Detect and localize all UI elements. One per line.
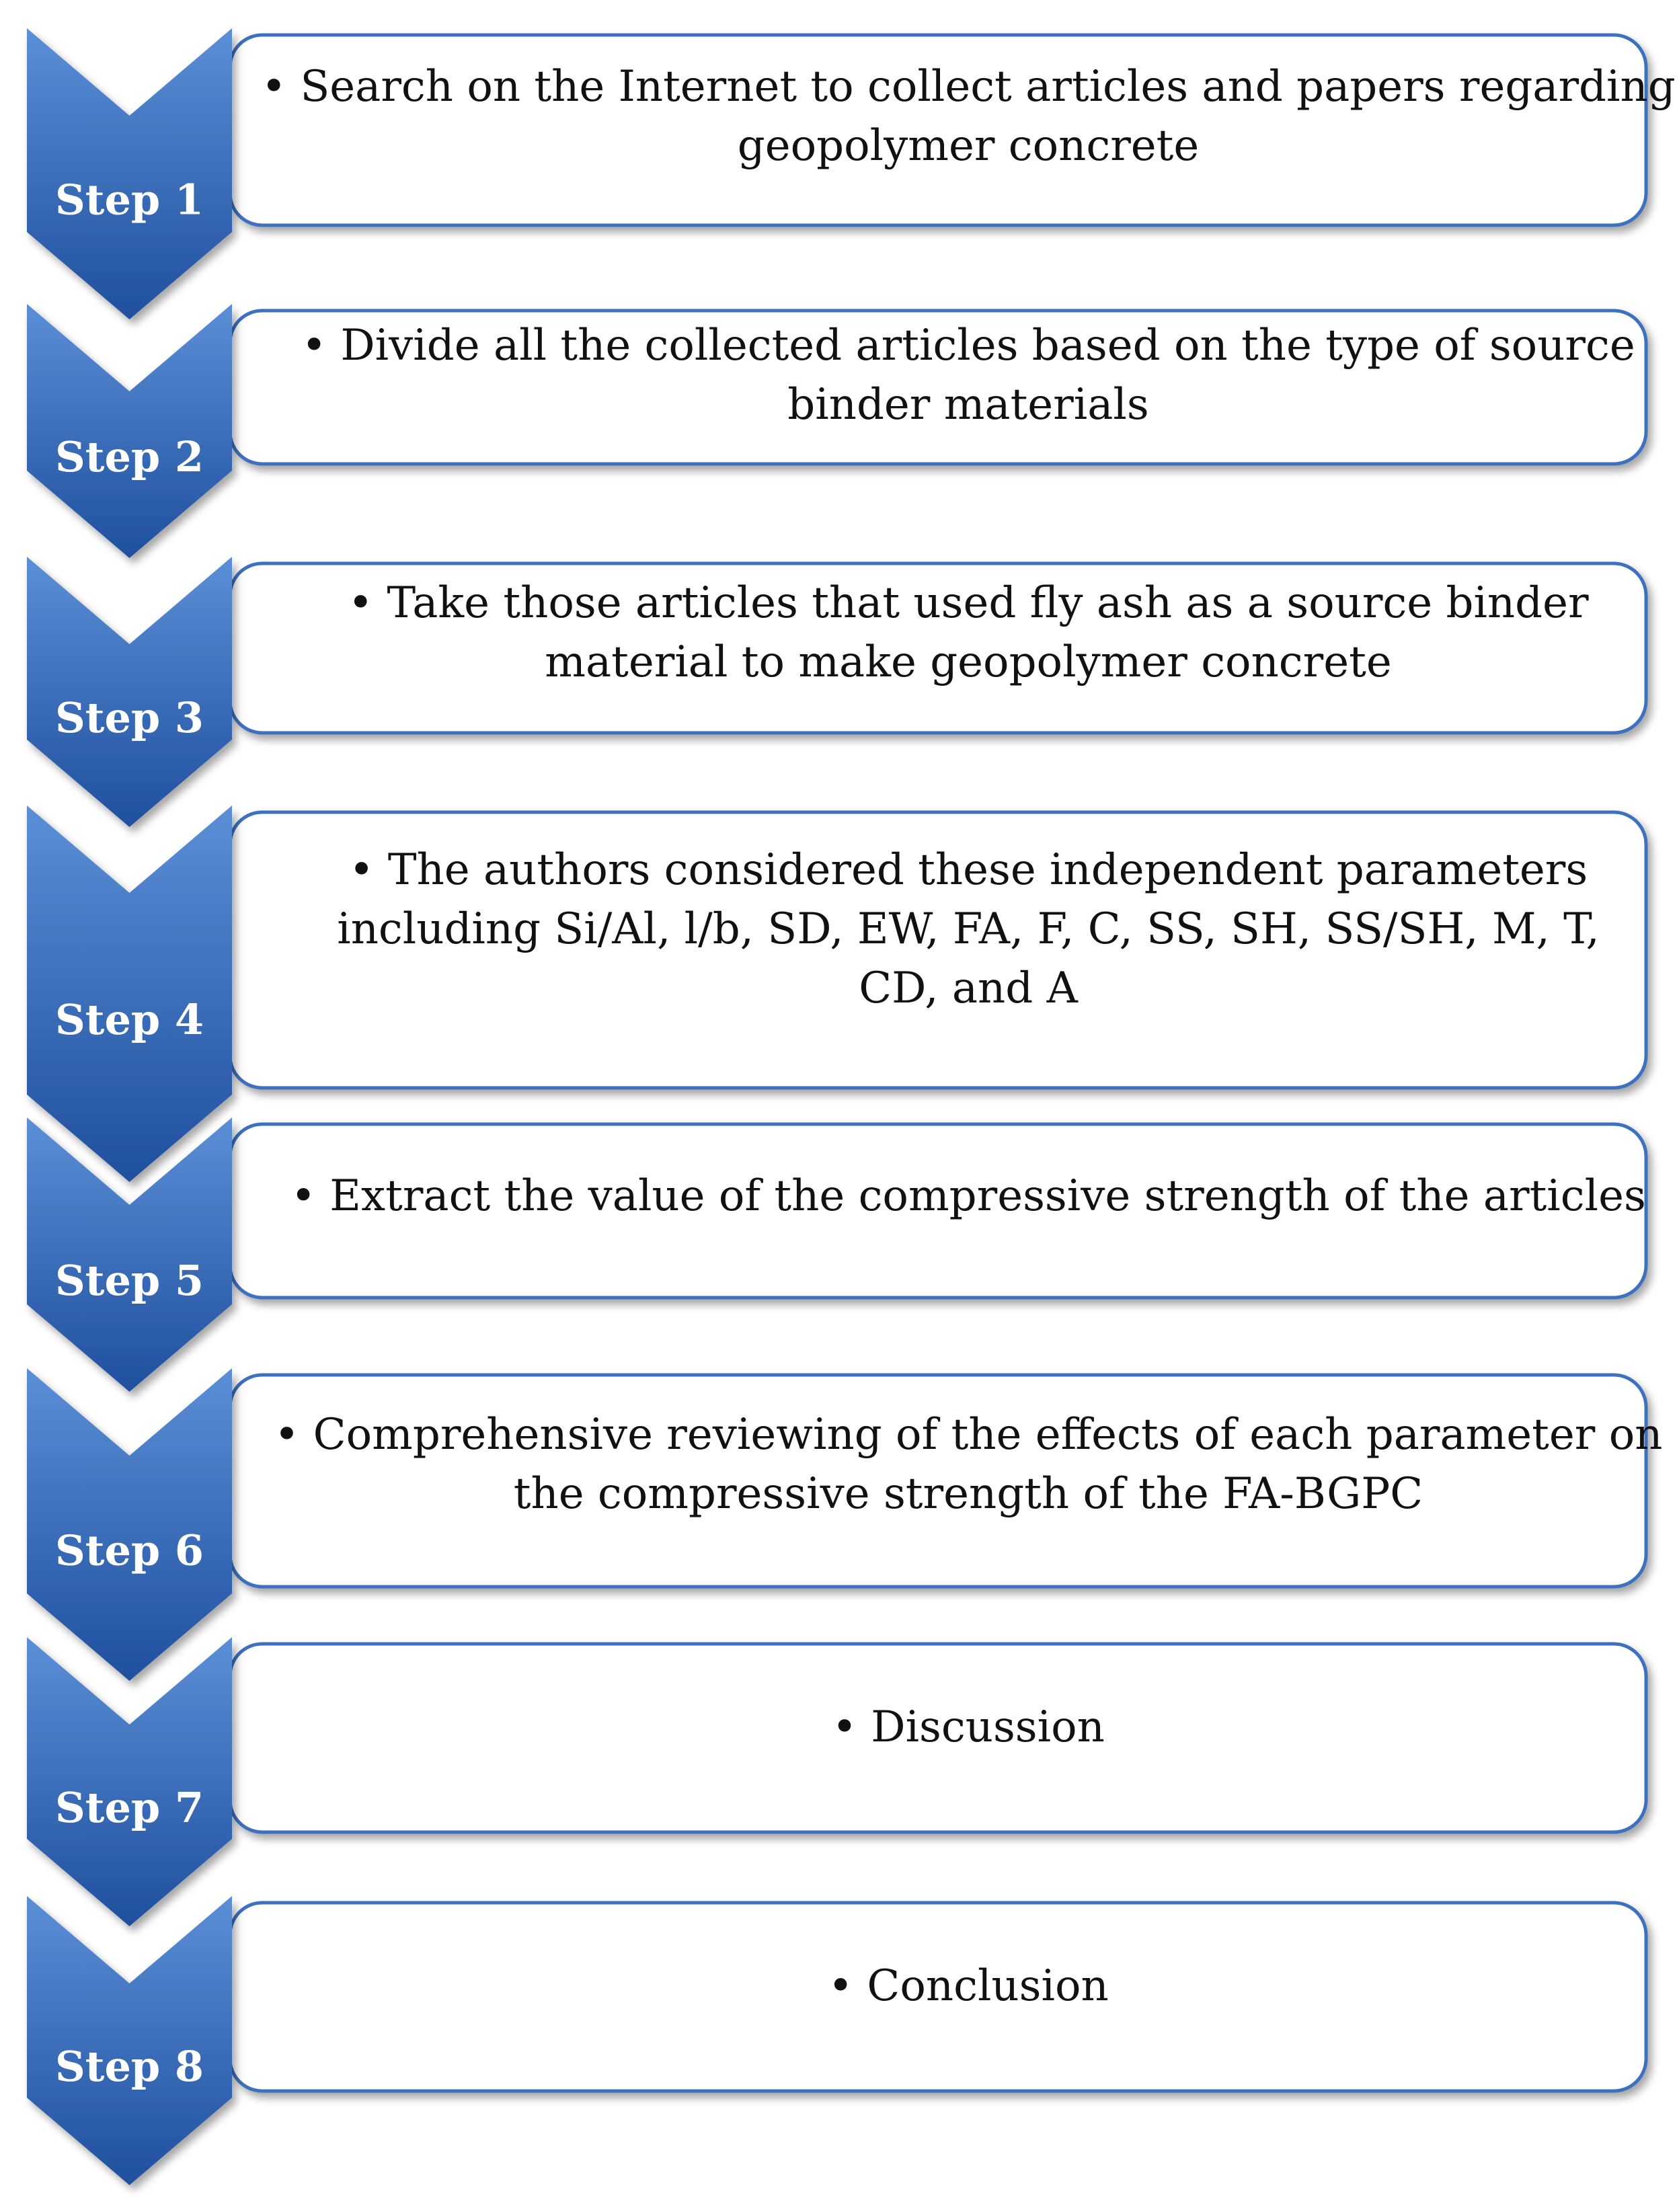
step-chevron — [27, 1368, 232, 1681]
step-chevron — [27, 1637, 232, 1926]
step-7: Step 7 • Discussion — [27, 1637, 1648, 1926]
step-text-line: the compressive strength of the FA-BGPC — [514, 1469, 1423, 1519]
step-chevron — [27, 557, 232, 827]
step-chevron — [27, 1117, 232, 1392]
step-label: Step 4 — [55, 995, 204, 1044]
step-text-line: geopolymer concrete — [738, 121, 1200, 171]
step-text-line: binder materials — [787, 380, 1148, 430]
step-label: Step 2 — [55, 432, 204, 481]
step-1: Step 1 • Search on the Internet to collec… — [27, 28, 1676, 319]
step-text-line: CD, and A — [859, 963, 1078, 1013]
step-label: Step 6 — [55, 1526, 204, 1575]
step-6: Step 6 • Comprehensive reviewing of the e… — [27, 1368, 1662, 1681]
step-3: Step 3 • Take those articles that used fl… — [27, 557, 1648, 827]
step-text-line: • Discussion — [832, 1702, 1105, 1752]
step-label: Step 3 — [55, 693, 204, 742]
step-4: Step 4 • The authors considered these ind… — [27, 805, 1648, 1182]
step-text-line: material to make geopolymer concrete — [545, 637, 1391, 687]
step-text-line: including Si/Al, l/b, SD, EW, FA, F, C, … — [337, 904, 1600, 954]
step-8: Step 8 • Conclusion — [27, 1896, 1648, 2185]
step-text-line: • Divide all the collected articles base… — [301, 321, 1635, 370]
step-chevron — [27, 1896, 232, 2185]
step-label: Step 7 — [55, 1783, 204, 1832]
step-text-line: • Search on the Internet to collect arti… — [261, 62, 1675, 112]
step-5: Step 5 • Extract the value of the compres… — [27, 1117, 1648, 1392]
step-text-line: • Take those articles that used fly ash … — [348, 578, 1589, 628]
step-label: Step 8 — [55, 2042, 204, 2091]
step-chevron — [27, 28, 232, 319]
step-2: Step 2 • Divide all the collected article… — [27, 304, 1648, 558]
step-chevron — [27, 805, 232, 1182]
step-label: Step 1 — [55, 175, 204, 225]
step-chevron — [27, 304, 232, 558]
step-label: Step 5 — [55, 1256, 204, 1305]
step-text-line: • Conclusion — [828, 1961, 1108, 2011]
step-text-line: • Extract the value of the compressive s… — [290, 1171, 1646, 1221]
step-text-line: • The authors considered these independe… — [349, 845, 1588, 895]
step-text-line: • Comprehensive reviewing of the effects… — [274, 1410, 1663, 1460]
